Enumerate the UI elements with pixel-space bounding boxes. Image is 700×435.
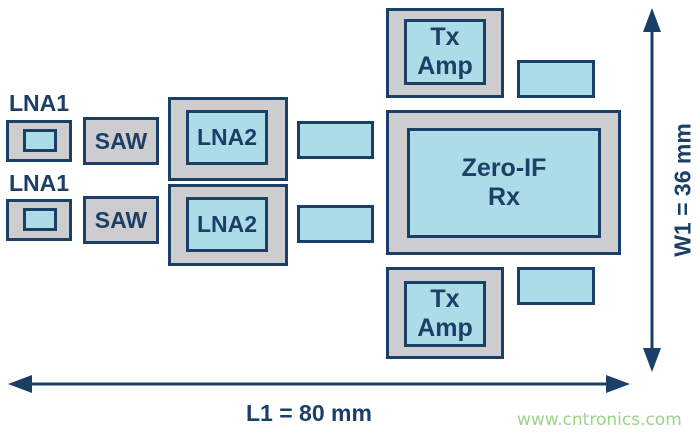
lna2-die-bottom: [186, 197, 268, 252]
tx-amp-line2-bottom: Amp: [417, 314, 473, 342]
lna1-label-bottom: LNA1: [8, 169, 70, 196]
tx-passive-block-top: [517, 60, 595, 98]
length-dimension-label: L1 = 80 mm: [246, 400, 372, 426]
zero-if-rx-label: Zero-IF Rx: [407, 128, 601, 238]
passive-block-top: [297, 121, 374, 159]
tx-amp-label-bottom: Tx Amp: [404, 281, 486, 347]
saw-filter-bottom: [83, 196, 159, 244]
zero-if-rx-die: [407, 128, 601, 238]
lna1-die-bottom: [23, 208, 57, 231]
saw-filter-top: [83, 117, 159, 165]
watermark: www.cntronics.com: [517, 410, 682, 430]
passive-block-bottom: [297, 205, 374, 243]
zero-if-line1: Zero-IF: [461, 154, 547, 183]
tx-amp-line1-top: Tx: [430, 23, 460, 52]
lna2-label-bottom: LNA2: [196, 211, 258, 238]
length-arrow: [8, 375, 630, 393]
lna1-die-top: [23, 129, 57, 152]
width-dimension-label: W1 = 36 mm: [669, 123, 696, 257]
zero-if-line2: Rx: [488, 183, 520, 211]
tx-amp-line2-top: Amp: [417, 52, 473, 80]
saw-label-top: SAW: [94, 127, 148, 154]
tx-amp-die-bottom: [404, 281, 486, 347]
lna2-die-top: [186, 110, 268, 165]
tx-amp-die-top: [404, 19, 486, 85]
lna2-label-top: LNA2: [196, 124, 258, 151]
width-arrow: [643, 8, 661, 372]
saw-label-bottom: SAW: [94, 206, 148, 233]
tx-amp-line1-bottom: Tx: [430, 285, 460, 314]
tx-amp-label-top: Tx Amp: [404, 19, 486, 85]
tx-passive-block-bottom: [517, 267, 595, 305]
lna1-label-top: LNA1: [8, 89, 70, 116]
